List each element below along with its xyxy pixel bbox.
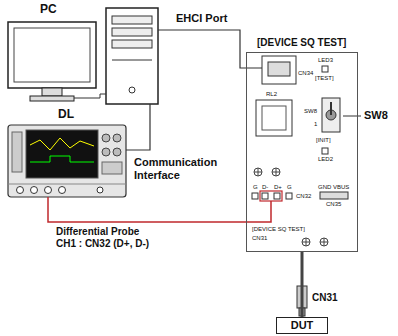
- usb-cable: [301, 252, 304, 317]
- led-label: LED3: [318, 57, 333, 64]
- connector-label: CN31: [252, 235, 267, 242]
- led-label: LED2: [318, 156, 333, 163]
- relay-label: RL2: [266, 91, 277, 98]
- pin-name: GND: [318, 184, 331, 191]
- test-fixture-board: [DEVICE SQ TEST]: [246, 52, 358, 252]
- connector-label: CN35: [326, 201, 341, 208]
- dut-box: DUT: [276, 317, 328, 334]
- switch-label: SW8: [304, 108, 317, 115]
- pin-name: G: [287, 184, 292, 191]
- node-text: DL: [58, 108, 74, 122]
- interface-label: Communication Interface: [134, 156, 214, 181]
- switch-callout: SW8: [364, 109, 388, 122]
- board-label: [DEVICE SQ TEST]: [252, 226, 305, 233]
- pin-name: VBUS: [333, 184, 349, 191]
- node-text: DUT: [277, 319, 327, 332]
- connector-label: CN32: [296, 193, 311, 200]
- pin-name: D-: [262, 184, 268, 191]
- port-label: EHCI Port: [176, 12, 227, 25]
- connector-label: CN31: [312, 292, 338, 304]
- edge-label: Differential Probe CH1 : CN32 (D+, D-): [56, 226, 162, 249]
- pin-name: D+: [274, 184, 282, 191]
- mode-label: [INIT]: [316, 137, 331, 144]
- probe-cable: [48, 197, 246, 222]
- oscilloscope: DL: [8, 125, 126, 197]
- connector-label: CN34: [298, 70, 313, 77]
- pin-number: 1: [314, 121, 317, 128]
- pc-monitor: PC: [8, 22, 96, 88]
- node-text: PC: [40, 3, 57, 17]
- mode-label: [TEST]: [315, 75, 334, 82]
- node-text: [DEVICE SQ TEST]: [257, 37, 346, 49]
- pin-name: G: [253, 184, 258, 191]
